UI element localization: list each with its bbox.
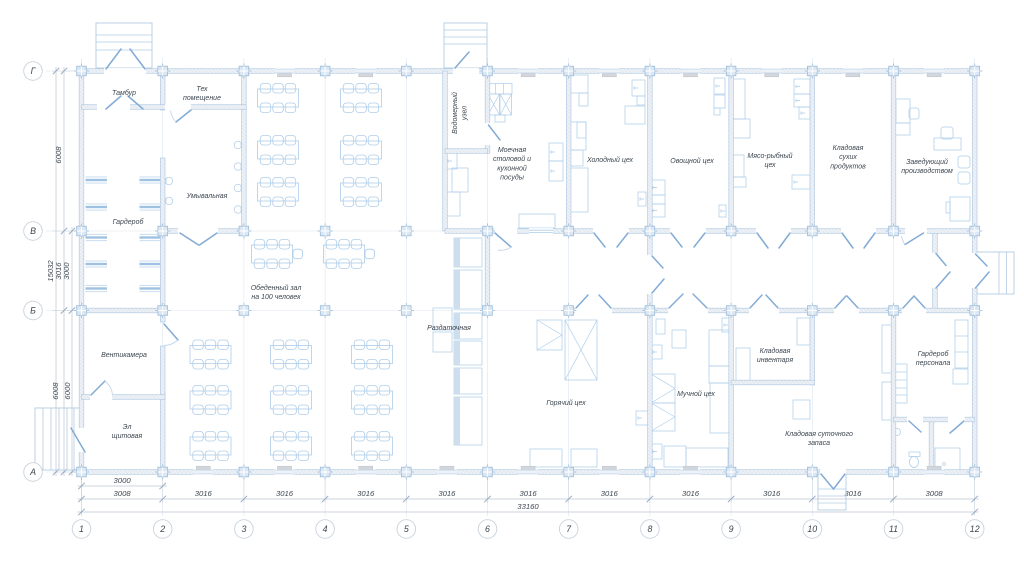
svg-text:Мучной цех: Мучной цех: [677, 390, 715, 398]
svg-text:3016: 3016: [195, 489, 213, 498]
svg-text:производством: производством: [901, 167, 953, 175]
svg-text:Тамбур: Тамбур: [112, 89, 136, 97]
svg-text:Водомерный: Водомерный: [451, 92, 459, 134]
svg-text:3016: 3016: [763, 489, 781, 498]
svg-text:Умывальная: Умывальная: [186, 193, 228, 200]
svg-text:7: 7: [566, 524, 572, 534]
svg-text:3008: 3008: [114, 489, 132, 498]
svg-text:А: А: [29, 467, 36, 477]
svg-text:4: 4: [323, 524, 328, 534]
svg-text:В: В: [30, 226, 36, 236]
svg-text:персонала: персонала: [916, 360, 951, 367]
svg-text:Гардероб: Гардероб: [113, 218, 145, 226]
svg-text:Кладовая суточного: Кладовая суточного: [785, 430, 853, 438]
svg-text:3000: 3000: [62, 262, 71, 280]
svg-text:Гардероб: Гардероб: [918, 350, 950, 358]
svg-text:Раздаточная: Раздаточная: [427, 324, 471, 332]
svg-text:3016: 3016: [357, 489, 375, 498]
svg-text:11: 11: [889, 524, 898, 534]
svg-text:3016: 3016: [682, 489, 700, 498]
svg-text:6: 6: [485, 524, 490, 534]
svg-text:Б: Б: [30, 306, 36, 316]
svg-text:9: 9: [729, 524, 734, 534]
svg-text:Горячий цех: Горячий цех: [546, 399, 586, 407]
svg-text:6008: 6008: [51, 382, 60, 400]
svg-text:Эл: Эл: [123, 424, 132, 431]
svg-text:продуктов: продуктов: [830, 162, 866, 170]
svg-text:Г: Г: [31, 66, 37, 76]
svg-text:Холодный цех: Холодный цех: [586, 156, 633, 164]
svg-text:3016: 3016: [844, 489, 862, 498]
svg-text:Кладовая: Кладовая: [760, 347, 791, 355]
svg-text:щитовая: щитовая: [112, 433, 143, 440]
svg-text:12: 12: [970, 524, 980, 534]
svg-text:Мясо-рыбный: Мясо-рыбный: [747, 152, 792, 160]
svg-text:3016: 3016: [276, 489, 294, 498]
svg-text:10: 10: [807, 524, 817, 534]
svg-text:6000: 6000: [63, 382, 72, 400]
svg-text:Вентикамера: Вентикамера: [101, 352, 147, 359]
svg-text:Тех: Тех: [196, 86, 208, 93]
svg-text:посуды: посуды: [500, 174, 525, 182]
svg-text:запаса: запаса: [807, 440, 830, 447]
svg-text:цех: цех: [764, 162, 776, 169]
svg-text:на 100 человек: на 100 человек: [251, 294, 301, 301]
svg-text:15032: 15032: [46, 260, 55, 282]
svg-text:узел: узел: [462, 106, 469, 121]
svg-text:8: 8: [647, 524, 652, 534]
svg-text:Моечная: Моечная: [498, 147, 527, 154]
svg-text:сухих: сухих: [839, 154, 857, 161]
svg-text:5: 5: [404, 524, 409, 534]
svg-text:1: 1: [79, 524, 84, 534]
svg-text:помещение: помещение: [183, 95, 221, 102]
svg-text:Кладовая: Кладовая: [833, 144, 864, 152]
svg-text:3016: 3016: [520, 489, 538, 498]
svg-text:6008: 6008: [54, 146, 63, 164]
svg-text:3: 3: [241, 524, 246, 534]
svg-text:3016: 3016: [601, 489, 619, 498]
svg-text:3016: 3016: [54, 262, 63, 280]
svg-text:инвентаря: инвентаря: [757, 357, 793, 364]
svg-text:кухонной: кухонной: [497, 164, 527, 172]
svg-text:Овощной цех: Овощной цех: [670, 157, 714, 165]
svg-text:3008: 3008: [926, 489, 944, 498]
svg-text:2: 2: [159, 524, 165, 534]
svg-text:столовой и: столовой и: [493, 155, 531, 163]
svg-text:3016: 3016: [438, 489, 456, 498]
svg-text:33160: 33160: [517, 502, 539, 511]
svg-text:Заведующий: Заведующий: [906, 158, 948, 166]
svg-text:Обеденный зал: Обеденный зал: [251, 284, 302, 292]
svg-text:3000: 3000: [114, 476, 132, 485]
